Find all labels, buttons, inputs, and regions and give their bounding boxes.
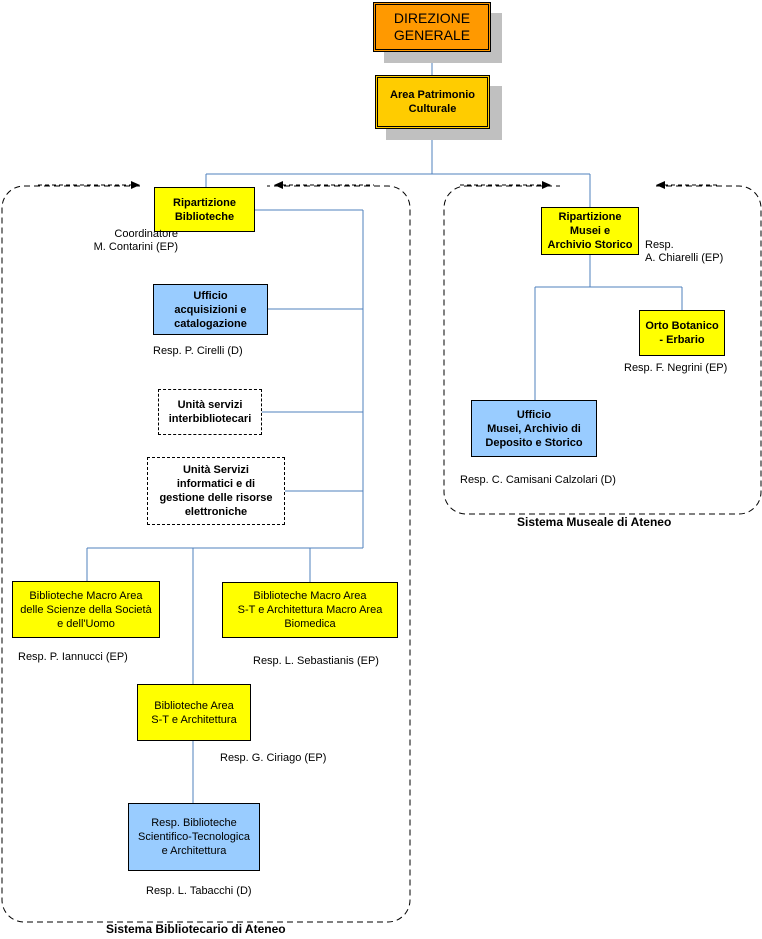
unita-informatici-box[interactable]: Unità Servizi informatici e di gestione …: [147, 457, 285, 525]
resp-tabacchi-label: Resp. L. Tabacchi (D): [146, 885, 252, 897]
area-patrimonio-box[interactable]: Area Patrimonio Culturale: [375, 75, 490, 129]
sistema-bibliotecario-label: Sistema Bibliotecario di Ateneo: [106, 922, 286, 936]
resp-sebastianis-label: Resp. L. Sebastianis (EP): [253, 655, 379, 667]
resp-ciriago-label: Resp. G. Ciriago (EP): [220, 752, 327, 764]
ripartizione-biblioteche-box[interactable]: Ripartizione Biblioteche: [154, 187, 255, 232]
ripartizione-musei-box[interactable]: Ripartizione Musei e Archivio Storico: [541, 207, 639, 255]
biblioteche-st-biomedica-box[interactable]: Biblioteche Macro Area S-T e Architettur…: [222, 582, 398, 638]
ufficio-acquisizioni-box[interactable]: Ufficio acquisizioni e catalogazione: [153, 284, 268, 335]
biblioteche-scienze-societa-box[interactable]: Biblioteche Macro Area delle Scienze del…: [12, 581, 160, 638]
biblioteche-area-st-box[interactable]: Biblioteche Area S-T e Architettura: [137, 684, 251, 741]
resp-negrini-label: Resp. F. Negrini (EP): [624, 362, 728, 374]
sistema-museale-label: Sistema Museale di Ateneo: [517, 515, 672, 529]
orto-botanico-box[interactable]: Orto Botanico - Erbario: [639, 310, 725, 356]
ufficio-musei-box[interactable]: Ufficio Musei, Archivio di Deposito e St…: [471, 400, 597, 457]
unita-interbibliotecari-box[interactable]: Unità servizi interbibliotecari: [158, 389, 262, 435]
resp-camisani-label: Resp. C. Camisani Calzolari (D): [460, 474, 616, 486]
resp-chiarelli-label: Resp. A. Chiarelli (EP): [645, 239, 724, 264]
resp-biblioteche-scientifico-box[interactable]: Resp. Biblioteche Scientifico-Tecnologic…: [128, 803, 260, 871]
direzione-generale-box[interactable]: DIREZIONE GENERALE: [373, 2, 491, 52]
resp-cirelli-label: Resp. P. Cirelli (D): [153, 345, 243, 357]
coordinatore-label: Coordinatore M. Contarini (EP): [93, 228, 178, 253]
sistema-museale-outline: [443, 185, 762, 515]
resp-iannucci-label: Resp. P. Iannucci (EP): [18, 651, 128, 663]
